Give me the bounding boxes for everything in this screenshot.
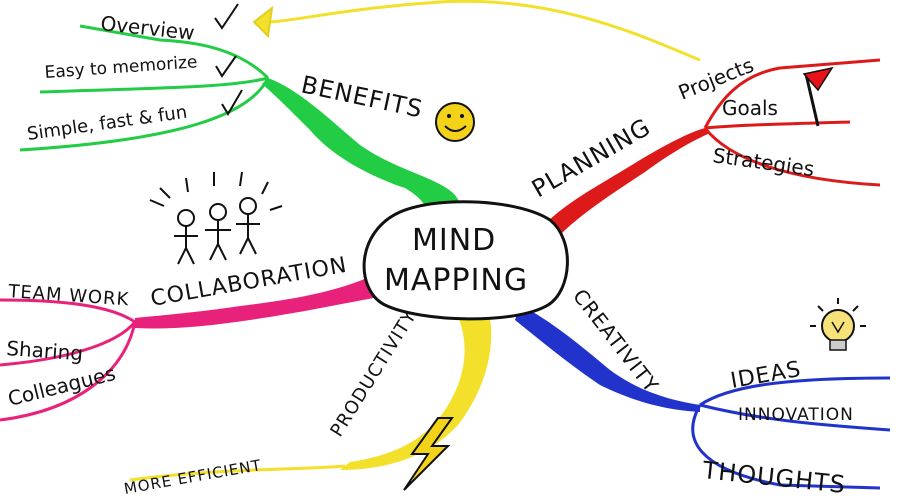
center-title-line2: MAPPING (384, 263, 528, 298)
creativity-item-ideas: IDEAS (729, 357, 804, 394)
planning-sub-lines (703, 58, 881, 187)
productivity-item-more-efficient: MORE EFFICIENT (123, 456, 263, 498)
benefits-branch (262, 78, 469, 230)
smiley-icon (435, 102, 475, 142)
creativity-branch (515, 305, 700, 412)
planning-item-strategies: Strategies (711, 143, 815, 181)
people-icon (149, 171, 283, 265)
productivity-sub-lines (129, 464, 346, 482)
flag-icon (802, 66, 834, 127)
checkmark-icon (214, 3, 243, 116)
creativity-sub-lines (691, 376, 891, 490)
planning-item-goals: Goals (722, 96, 778, 120)
planning-branch (540, 128, 708, 235)
collaboration-item-sharing: Sharing (6, 336, 84, 365)
productivity-label: PRODUCTIVITY (326, 307, 421, 441)
arrowhead-icon (252, 5, 274, 39)
productivity-branch (340, 310, 492, 470)
yellow-connector-arrow (269, 0, 701, 62)
collaboration-branch (135, 272, 385, 329)
benefits-item-overview: Overview (99, 11, 195, 45)
lightning-icon (403, 417, 454, 491)
benefits-item-easy-to-memorize: Easy to memorize (44, 52, 198, 83)
creativity-item-innovation: INNOVATION (738, 405, 854, 425)
collaboration-sub-lines (0, 298, 137, 422)
center-title-line1: MIND (412, 223, 496, 258)
benefits-item-simple-fast-fun: Simple, fast & fun (26, 102, 189, 145)
lightbulb-icon (810, 298, 866, 351)
creativity-item-thoughts: THOUGHTS (700, 456, 847, 499)
benefits-sub-lines (19, 24, 270, 152)
collaboration-item-teamwork: TEAM WORK (7, 281, 131, 310)
center-node (362, 200, 569, 321)
